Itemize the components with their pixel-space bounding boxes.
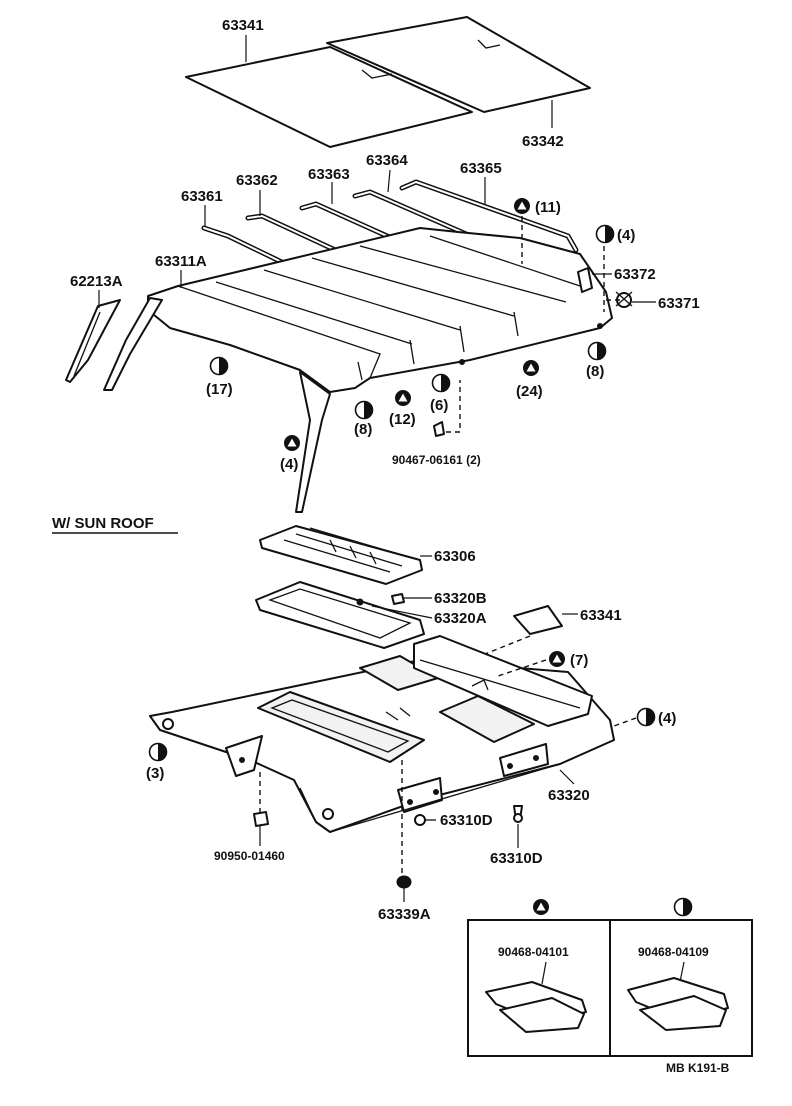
- label-63341-top: 63341: [222, 17, 264, 34]
- tape-90468-04101: [485, 981, 587, 1033]
- roof-panel-63342: [326, 16, 591, 113]
- label-90950: 90950-01460: [214, 849, 285, 863]
- clip-63320B: [391, 593, 405, 605]
- count-tri-11: (11): [535, 199, 561, 216]
- label-63341-b: 63341: [580, 607, 622, 624]
- pad-63341: [513, 605, 563, 635]
- screw-90467-06161: [433, 421, 445, 437]
- label-63365: 63365: [460, 160, 502, 177]
- label-63342: 63342: [522, 133, 564, 150]
- count-half-8-b: (8): [586, 363, 604, 380]
- label-63320A: 63320A: [434, 610, 487, 627]
- plug-63339A: [396, 875, 412, 889]
- label-63306: 63306: [434, 548, 476, 565]
- label-63310D-a: 63310D: [440, 812, 493, 829]
- label-63371: 63371: [658, 295, 700, 312]
- fastener-legend-box: [467, 919, 753, 1057]
- label-90467: 90467-06161 (2): [392, 453, 481, 467]
- count-tri-12: (12): [389, 411, 416, 428]
- count-tri-24: (24): [516, 383, 543, 400]
- tape-90468-04109: [627, 977, 729, 1031]
- count-half-4-top: (4): [617, 227, 635, 244]
- pillar-garnish-62213A: [65, 299, 121, 383]
- label-63310D-b: 63310D: [490, 850, 543, 867]
- label-63363: 63363: [308, 166, 350, 183]
- count-tri-7: (7): [570, 652, 588, 669]
- clip-63372: [577, 267, 593, 293]
- clip-90950-01460: [253, 811, 269, 827]
- label-63364: 63364: [366, 152, 408, 169]
- count-half-8-a: (8): [354, 421, 372, 438]
- count-half-17: (17): [206, 381, 233, 398]
- count-half-3: (3): [146, 765, 164, 782]
- label-63320: 63320: [548, 787, 590, 804]
- count-tri-4: (4): [280, 456, 298, 473]
- label-63339A: 63339A: [378, 906, 431, 923]
- count-half-6: (6): [430, 397, 448, 414]
- label-63311A: 63311A: [155, 253, 207, 270]
- label-63320B: 63320B: [434, 590, 487, 607]
- headliner-63320: [149, 635, 615, 833]
- sunroof-frame-63306: [259, 525, 423, 585]
- label-63362: 63362: [236, 172, 278, 189]
- label-90468-04109: 90468-04109: [638, 945, 709, 959]
- roof-panel-63341: [185, 46, 473, 148]
- label-63372: 63372: [614, 266, 656, 283]
- clip-63310D-a: [414, 814, 436, 826]
- count-half-4-b: (4): [658, 710, 676, 727]
- diagram-code: MB K191-B: [666, 1061, 730, 1075]
- weatherstrip-63320A: [255, 581, 425, 649]
- label-90468-04101: 90468-04101: [498, 945, 569, 959]
- label-62213A: 62213A: [70, 273, 123, 290]
- label-63361: 63361: [181, 188, 223, 205]
- clip-63310D-b: [513, 805, 523, 823]
- sunroof-heading: W/ SUN ROOF: [52, 515, 154, 532]
- headliner-63311A: [103, 227, 613, 513]
